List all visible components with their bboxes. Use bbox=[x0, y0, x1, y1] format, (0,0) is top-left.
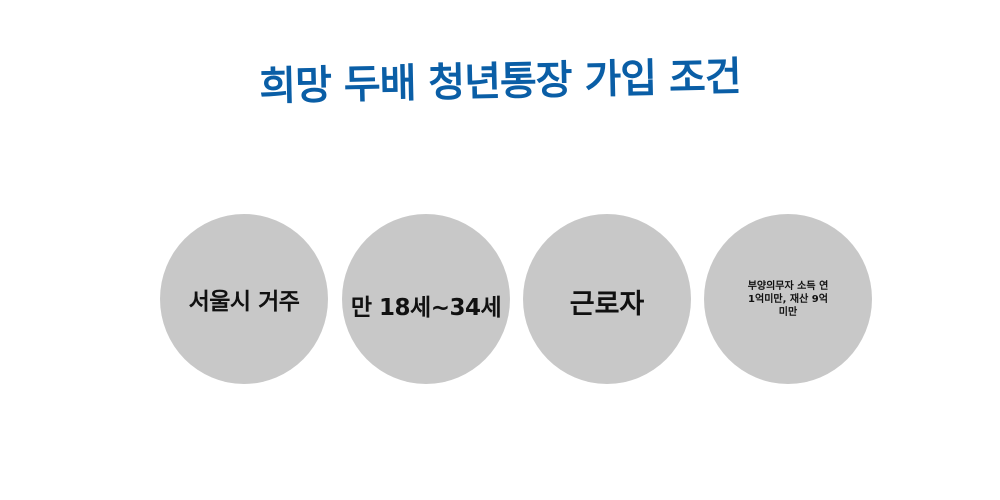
condition-circle-income-assets: 부양의무자 소득 연 1억미만, 재산 9억 미만 bbox=[704, 214, 872, 384]
page-title: 희망 두배 청년통장 가입 조건 bbox=[258, 53, 742, 111]
condition-circle-age: 만 18세~34세 bbox=[342, 214, 510, 384]
condition-circle-worker: 근로자 bbox=[523, 214, 691, 384]
condition-label: 근로자 bbox=[569, 288, 645, 320]
condition-circle-residence: 서울시 거주 bbox=[160, 214, 328, 384]
condition-label: 서울시 거주 bbox=[188, 289, 300, 315]
condition-label: 부양의무자 소득 연 1억미만, 재산 9억 미만 bbox=[747, 280, 829, 318]
condition-label: 만 18세~34세 bbox=[350, 295, 502, 321]
